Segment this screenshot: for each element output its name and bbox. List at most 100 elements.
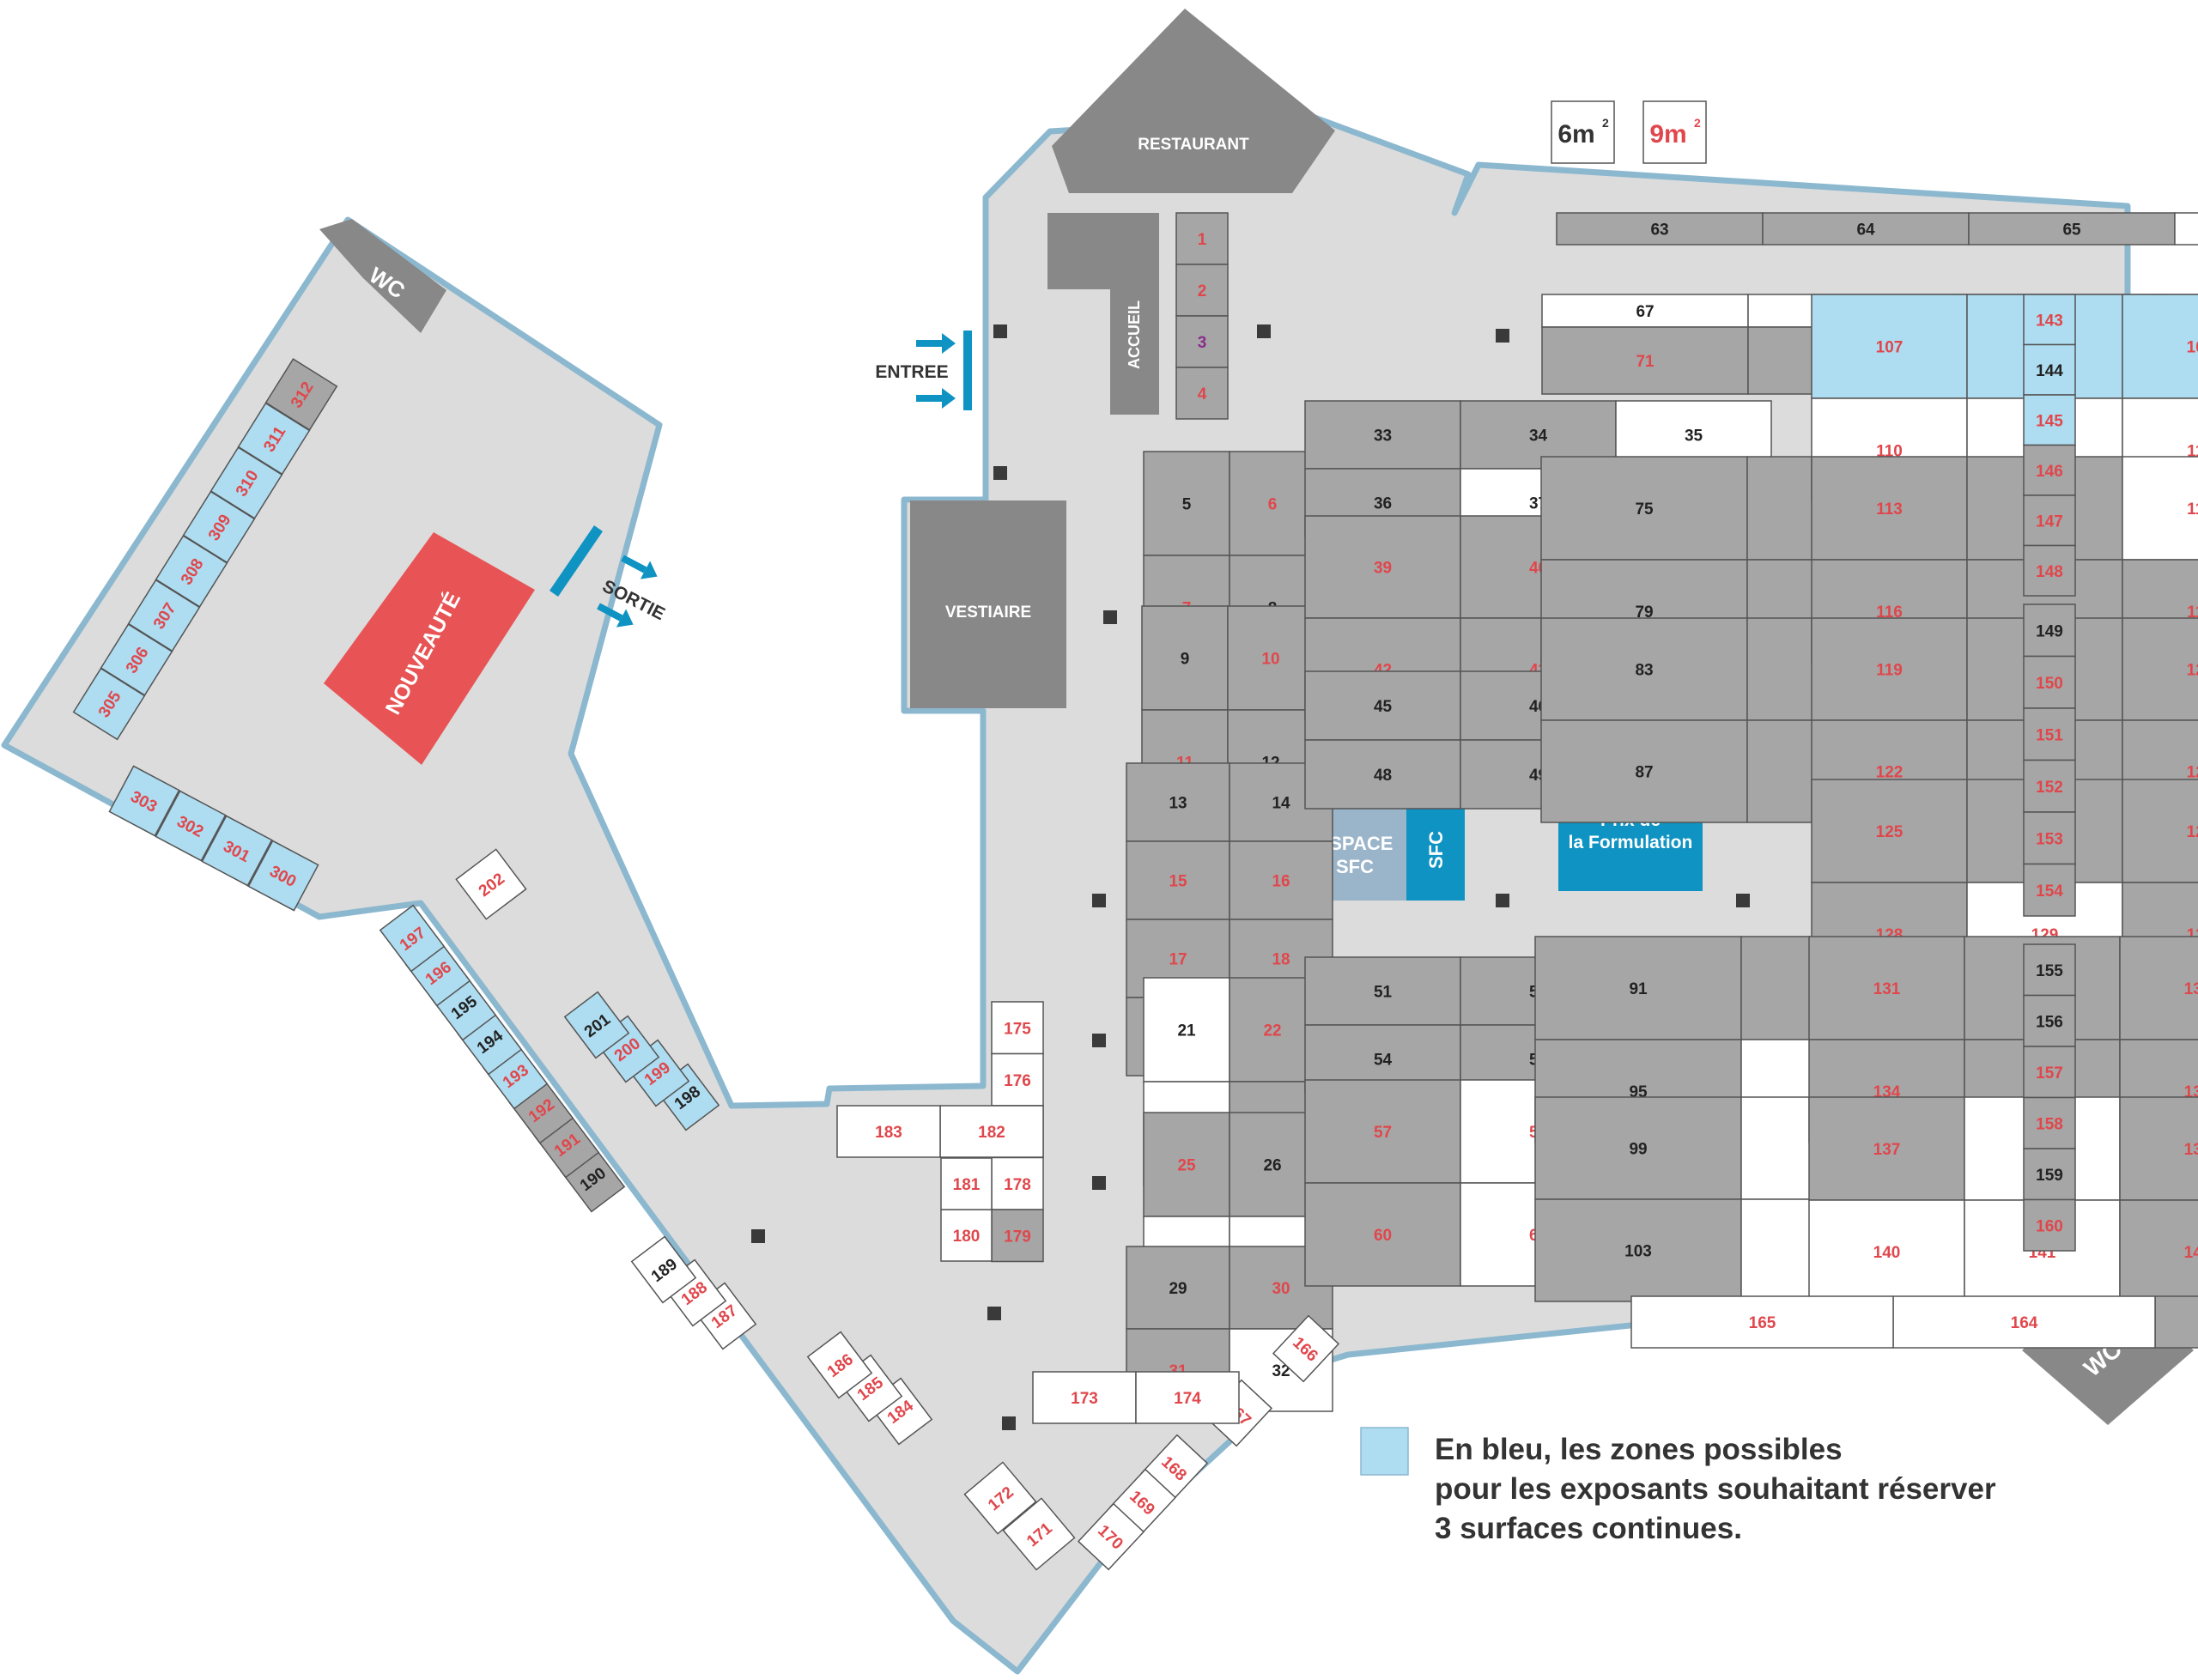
booth-cell[interactable] (2122, 779, 2198, 883)
booth-cell[interactable] (2023, 759, 2076, 813)
booth-51[interactable]: 51 (1304, 956, 1461, 1026)
booth-cell[interactable] (1077, 1502, 1145, 1571)
booth-22[interactable]: 22 (1229, 977, 1316, 1083)
booth-87[interactable]: 87 (1540, 719, 1748, 823)
booth-137[interactable]: 137 (1808, 1096, 1965, 1201)
booth-cell[interactable] (1126, 840, 1230, 920)
booth-cell[interactable] (2023, 544, 2076, 597)
booth-157[interactable]: 157 (2023, 1046, 2076, 1099)
booth-178[interactable]: 178 (991, 1156, 1044, 1210)
booth-151[interactable]: 151 (2023, 707, 2076, 761)
booth-103[interactable]: 103 (1534, 1198, 1742, 1302)
booth-cell[interactable] (247, 840, 319, 912)
booth-cell[interactable] (1968, 212, 2176, 246)
booth-173[interactable]: 173 (1032, 1371, 1137, 1424)
booth-146[interactable]: 146 (2023, 444, 2076, 496)
booth-cell[interactable] (379, 904, 446, 973)
booth-cell[interactable] (264, 358, 338, 431)
booth-cell[interactable] (2023, 994, 2076, 1047)
booth-144[interactable]: 144 (2023, 343, 2076, 396)
booth-cell[interactable] (2119, 1096, 2198, 1201)
booth-cell[interactable] (2023, 444, 2076, 496)
booth-cell[interactable] (455, 848, 527, 920)
booth-139[interactable]: 139 (2119, 1096, 2198, 1201)
booth-cell[interactable] (2023, 494, 2076, 547)
booth-71[interactable]: 71 (1541, 326, 1749, 395)
booth-182[interactable]: 182 (939, 1105, 1044, 1158)
booth-cell[interactable] (1540, 617, 1748, 721)
booth-cell[interactable] (1556, 212, 1764, 246)
booth-cell[interactable] (1175, 212, 1229, 265)
booth-cell[interactable] (2023, 343, 2076, 396)
booth-cell[interactable] (1534, 1198, 1742, 1302)
booth-cell[interactable] (1811, 617, 1968, 721)
booth-33[interactable]: 33 (1304, 400, 1461, 470)
booth-163[interactable]: 163 (2154, 1295, 2198, 1349)
booth-cell[interactable] (1811, 294, 1968, 399)
booth-147[interactable]: 147 (2023, 494, 2076, 547)
booth-306[interactable]: 306 (100, 623, 173, 696)
booth-10[interactable]: 10 (1227, 605, 1315, 711)
booth-181[interactable]: 181 (940, 1157, 993, 1210)
booth-175[interactable]: 175 (991, 1001, 1044, 1055)
booth-172[interactable]: 172 (963, 1461, 1037, 1535)
booth-127[interactable]: 127 (2122, 779, 2198, 883)
booth-cell[interactable] (991, 1001, 1044, 1055)
booth-300[interactable]: 300 (247, 840, 319, 912)
booth-48[interactable]: 48 (1304, 739, 1461, 810)
booth-25[interactable]: 25 (1143, 1112, 1230, 1217)
booth-cell[interactable] (1143, 977, 1230, 1083)
booth-cell[interactable] (940, 1157, 993, 1210)
booth-13[interactable]: 13 (1126, 762, 1230, 842)
booth-197[interactable]: 197 (379, 904, 446, 973)
booth-cell[interactable] (1032, 1371, 1137, 1424)
booth-119[interactable]: 119 (1811, 617, 1968, 721)
booth-45[interactable]: 45 (1304, 670, 1461, 741)
booth-cell[interactable] (1126, 762, 1230, 842)
booth-113[interactable]: 113 (1811, 456, 1968, 561)
booth-cell[interactable] (991, 1156, 1044, 1210)
booth-cell[interactable] (1540, 456, 1748, 561)
booth-cell[interactable] (1175, 264, 1229, 317)
booth-cell[interactable] (963, 1461, 1037, 1535)
booth-186[interactable]: 186 (806, 1331, 873, 1399)
booth-310[interactable]: 310 (209, 446, 283, 519)
booth-cell[interactable] (1229, 840, 1333, 920)
booth-165[interactable]: 165 (1630, 1295, 1894, 1349)
booth-cell[interactable] (1811, 779, 1968, 883)
booth-66[interactable]: 66 (2174, 212, 2198, 246)
booth-cell[interactable] (2023, 655, 2076, 709)
booth-34[interactable]: 34 (1460, 400, 1617, 470)
booth-1[interactable]: 1 (1175, 212, 1229, 265)
booth-cell[interactable] (1304, 1079, 1461, 1184)
booth-cell[interactable] (1808, 1096, 1965, 1201)
booth-26[interactable]: 26 (1229, 1112, 1316, 1217)
booth-5[interactable]: 5 (1143, 451, 1230, 556)
booth-4[interactable]: 4 (1175, 367, 1229, 420)
booth-160[interactable]: 160 (2023, 1198, 2076, 1252)
booth-156[interactable]: 156 (2023, 994, 2076, 1047)
booth-cell[interactable] (836, 1105, 941, 1158)
booth-91[interactable]: 91 (1534, 936, 1742, 1040)
booth-cell[interactable] (1126, 1246, 1230, 1330)
booth-159[interactable]: 159 (2023, 1148, 2076, 1201)
booth-121[interactable]: 121 (2122, 617, 2198, 721)
booth-202[interactable]: 202 (455, 848, 527, 920)
booth-158[interactable]: 158 (2023, 1096, 2076, 1149)
booth-cell[interactable] (563, 991, 630, 1059)
booth-cell[interactable] (1229, 977, 1316, 1083)
booth-303[interactable]: 303 (108, 765, 180, 837)
booth-115[interactable]: 115 (2122, 456, 2198, 561)
booth-125[interactable]: 125 (1811, 779, 1968, 883)
booth-cell[interactable] (2154, 1295, 2198, 1349)
booth-cell[interactable] (1534, 936, 1742, 1040)
booth-164[interactable]: 164 (1892, 1295, 2156, 1349)
booth-148[interactable]: 148 (2023, 544, 2076, 597)
booth-109[interactable]: 109 (2122, 294, 2198, 399)
booth-142[interactable]: 142 (2119, 1199, 2198, 1304)
booth-cell[interactable] (806, 1331, 873, 1399)
booth-179[interactable]: 179 (991, 1209, 1044, 1263)
booth-cell[interactable] (1002, 1497, 1076, 1571)
booth-99[interactable]: 99 (1534, 1096, 1742, 1200)
booth-305[interactable]: 305 (72, 667, 146, 741)
